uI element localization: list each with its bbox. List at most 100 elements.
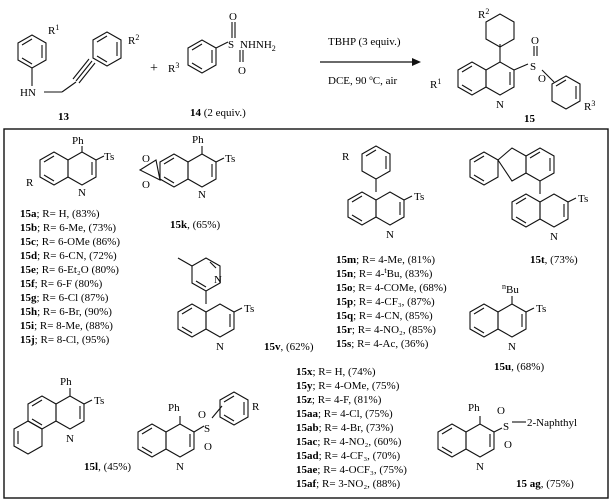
- entry-15g: 15g; R= 6-Cl (87%): [20, 292, 109, 304]
- structure-15u: [469, 296, 535, 338]
- entry-15u: 15u, (68%): [494, 361, 544, 373]
- entry-15p: 15p; R= 4-CF₃, (87%): [336, 296, 435, 308]
- hydrazide-label: NHNH2: [240, 39, 276, 53]
- ts-label-15m: Ts: [414, 191, 424, 203]
- yield-list-15x-af: 15x; R= H, (74%) 15y; R= 4-OMe, (75%) 15…: [296, 366, 407, 490]
- compound-13-label: 13: [58, 111, 70, 123]
- entry-15j: 15j; R= 8-Cl, (95%): [20, 334, 110, 346]
- entry-15ad: 15ad; R= 4-CF₃, (70%): [296, 450, 401, 462]
- compound-14-label: 14 (2 equiv.): [190, 107, 246, 119]
- plus-sign: +: [150, 61, 158, 76]
- n-label-15l: N: [66, 433, 74, 445]
- entry-15y: 15y; R= 4-OMe, (75%): [296, 380, 400, 392]
- sulfonyl-o-top: O: [229, 11, 237, 23]
- scope-frame: [3, 128, 609, 499]
- condition-line-2: DCE, 90 oC, air: [328, 74, 398, 87]
- entry-15f: 15f; R= 6-F (80%): [20, 278, 103, 290]
- sulfonyl-s: S: [228, 39, 234, 51]
- structure-15m-s: [347, 145, 413, 226]
- s-label-15x: S: [204, 423, 210, 435]
- entry-15af: 15af; R= 3-NO₂, (88%): [296, 478, 400, 490]
- n-label-15a: N: [78, 187, 86, 199]
- ph-label-15a: Ph: [72, 135, 84, 147]
- r-label-15a: R: [26, 177, 34, 189]
- n-label-15x: N: [176, 461, 184, 473]
- yield-list-15a-j: 15a; R= H, (83%) 15b; R= 6-Me, (73%) 15c…: [20, 208, 120, 346]
- reactant-13-structure: [17, 31, 122, 93]
- n-label-15t: N: [550, 231, 558, 243]
- entry-15x: 15x; R= H, (74%): [296, 366, 376, 378]
- ts-label-15v: Ts: [244, 303, 254, 315]
- o-label-15x-1: O: [198, 409, 206, 421]
- entry-15a: 15a; R= H, (83%): [20, 208, 100, 220]
- entry-15c: 15c; R= 6-OMe (86%): [20, 236, 120, 248]
- n-label-15m: N: [386, 229, 394, 241]
- arrow-head: [412, 58, 421, 66]
- r-label-15x: R: [252, 401, 260, 413]
- reactant-14-structure: [187, 22, 244, 74]
- ts-label-15u: Ts: [536, 303, 546, 315]
- ts-label-15k: Ts: [225, 153, 235, 165]
- hn-label: HN: [20, 87, 36, 99]
- o-label-15x-2: O: [204, 441, 212, 453]
- product-s: S: [530, 61, 536, 73]
- r1-label: R1: [48, 23, 59, 37]
- structure-15t: [469, 147, 577, 228]
- product-r2-label: R2: [478, 7, 489, 21]
- n-label-15k: N: [198, 189, 206, 201]
- ts-label-15l: Ts: [94, 395, 104, 407]
- product-n: N: [496, 99, 504, 111]
- entry-15r: 15r; R= 4-NO₂, (85%): [336, 324, 436, 336]
- entry-15d: 15d; R= 6-CN, (72%): [20, 250, 117, 262]
- nbu-label-15u: nBu: [502, 282, 519, 296]
- structure-15v: [177, 257, 243, 338]
- entry-15b: 15b; R= 6-Me, (73%): [20, 222, 116, 234]
- r3-label: R3: [168, 61, 179, 75]
- ph-label-15ag: Ph: [468, 402, 480, 414]
- naphthyl-label: 2-Naphthyl: [527, 417, 577, 429]
- entry-15l: 15l, (45%): [84, 461, 131, 473]
- ts-label-15t: Ts: [578, 193, 588, 205]
- ph-label-15x: Ph: [168, 402, 180, 414]
- entry-15aa: 15aa; R= 4-Cl, (75%): [296, 408, 393, 420]
- entry-15i: 15i; R= 8-Me, (88%): [20, 320, 113, 332]
- structure-15l: [13, 388, 93, 455]
- product-15-structure: [457, 13, 581, 110]
- entry-15ac: 15ac; R= 4-NO₂, (60%): [296, 436, 402, 448]
- entry-15ae: 15ae; R= 4-OCF₃, (75%): [296, 464, 407, 476]
- o-label-15ag-1: O: [497, 405, 505, 417]
- entry-15s: 15s; R= 4-Ac, (36%): [336, 338, 429, 350]
- structure-15a-j: [39, 146, 105, 186]
- ph-label-15l: Ph: [60, 376, 72, 388]
- structure-15ag: [437, 416, 526, 458]
- compound-15-label: 15: [524, 113, 536, 125]
- structure-15k: [138, 146, 225, 188]
- yield-list-15m-s: 15m; R= 4-Me, (81%) 15n; R= 4-tBu, (83%)…: [336, 254, 447, 350]
- entry-15h: 15h; R= 6-Br, (90%): [20, 306, 112, 318]
- product-r3-label: R3: [584, 99, 595, 113]
- entry-15t: 15t, (73%): [530, 254, 578, 266]
- r-label-15m: R: [342, 151, 350, 163]
- o-label-15k-2: O: [142, 179, 150, 191]
- entry-15e: 15e; R= 6-Et₂O (80%): [20, 264, 119, 276]
- entry-15k: 15k, (65%): [170, 219, 220, 231]
- o-label-15k-1: O: [142, 153, 150, 165]
- ts-label-15a: Ts: [104, 151, 114, 163]
- product-r1-label: R1: [430, 77, 441, 91]
- sulfonyl-o-bottom: O: [238, 65, 246, 77]
- entry-15v: 15v, (62%): [264, 341, 314, 353]
- s-label-15ag: S: [503, 421, 509, 433]
- product-o-bottom: O: [538, 73, 546, 85]
- n-label-15v: N: [216, 341, 224, 353]
- pyridine-n-15v: N: [214, 274, 222, 286]
- condition-line-1: TBHP (3 equiv.): [328, 36, 401, 48]
- entry-15z: 15z; R= 4-F, (81%): [296, 394, 382, 406]
- entry-15q: 15q; R= 4-CN, (85%): [336, 310, 433, 322]
- n-label-15u: N: [508, 341, 516, 353]
- entry-15ab: 15ab; R= 4-Br, (73%): [296, 422, 394, 434]
- ph-label-15k: Ph: [192, 134, 204, 146]
- entry-15m: 15m; R= 4-Me, (81%): [336, 254, 435, 266]
- entry-15o: 15o; R= 4-COMe, (68%): [336, 282, 447, 294]
